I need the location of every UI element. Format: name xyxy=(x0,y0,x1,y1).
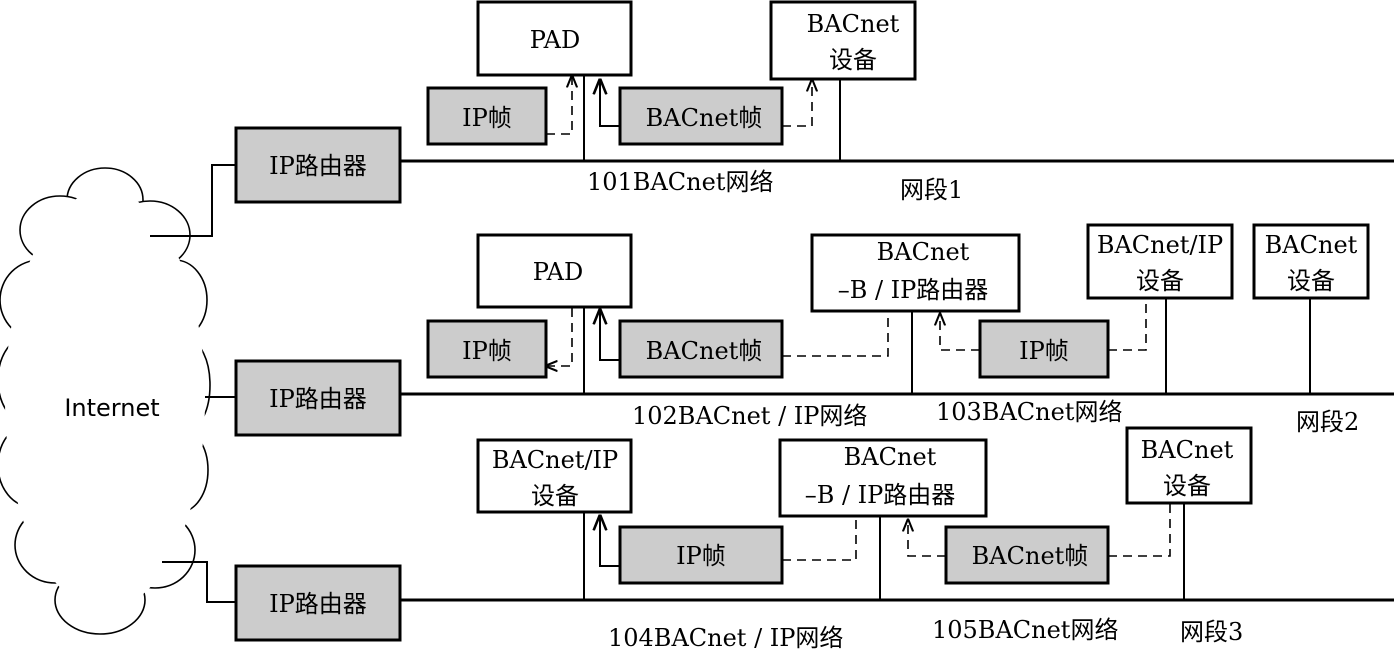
flow-arrow xyxy=(546,76,572,135)
ip-frame-2a: IP帧 xyxy=(426,319,548,379)
bacnet-frame-1: BACnet帧 xyxy=(618,86,784,146)
flow-arrow xyxy=(600,80,620,127)
pad-device-2: PAD xyxy=(476,233,633,309)
bacnet-device-3: BACnet 设备 xyxy=(1125,426,1253,505)
flow-arrow xyxy=(546,308,573,366)
ip-frame-2b: IP帧 xyxy=(978,319,1110,379)
router-label-line2: –B / IP路由器 xyxy=(805,481,956,509)
internet-label: Internet xyxy=(64,394,159,422)
bacnet-frame-3: BACnet帧 xyxy=(944,525,1110,585)
segment-2: PAD BACnet –B / IP路由器 BACnet/IP 设备 BACne… xyxy=(426,223,1370,436)
router-label-line1: BACnet xyxy=(844,443,937,471)
bacnet-frame-label: BACnet帧 xyxy=(646,104,763,132)
segment-3-label: 网段3 xyxy=(1180,618,1243,646)
bacnetip-device-label-line2: 设备 xyxy=(1136,267,1184,295)
internet-cloud: Internet xyxy=(0,167,211,635)
bacnetip-device-label-line1: BACnet/IP xyxy=(1097,231,1223,259)
flow-arrow xyxy=(1108,299,1147,351)
pad-device-1: PAD xyxy=(476,0,633,77)
segment-1: PAD BACnet 设备 IP帧 BACnet帧 101BACnet网络 网段… xyxy=(426,0,963,204)
bacnet-device-label-line1: BACnet xyxy=(807,10,900,38)
ip-router-label: IP路由器 xyxy=(269,590,367,618)
ip-router-segment-3: IP路由器 xyxy=(234,564,402,642)
network-102-label: 102BACnet / IP网络 xyxy=(632,402,867,430)
router-label-line1: BACnet xyxy=(877,238,970,266)
bacnet-frame-2: BACnet帧 xyxy=(618,319,784,379)
network-103-label: 103BACnet网络 xyxy=(936,398,1122,426)
ip-frame-label: IP帧 xyxy=(1019,337,1069,365)
ip-frame-label: IP帧 xyxy=(676,542,726,570)
ip-router-label: IP路由器 xyxy=(269,385,367,413)
flow-arrow xyxy=(782,517,857,561)
bacnet-device-1: BACnet 设备 xyxy=(769,0,917,81)
network-101-label: 101BACnet网络 xyxy=(587,168,773,196)
network-105-label: 105BACnet网络 xyxy=(932,616,1118,644)
flow-arrow xyxy=(1108,504,1171,557)
segment-1-label: 网段1 xyxy=(900,176,963,204)
bacnet-device-2: BACnet 设备 xyxy=(1252,223,1370,300)
bacnet-bip-router-2: BACnet –B / IP路由器 xyxy=(810,233,1021,313)
bacnet-bip-router-3: BACnet –B / IP路由器 xyxy=(778,438,988,518)
bacnet-device-label-line2: 设备 xyxy=(1163,472,1211,500)
flow-arrow xyxy=(600,516,620,567)
segment-2-label: 网段2 xyxy=(1296,408,1359,436)
bacnet-device-label-line1: BACnet xyxy=(1265,231,1358,259)
ip-router-segment-1: IP路由器 xyxy=(234,126,402,204)
ip-frame-1: IP帧 xyxy=(426,86,548,146)
pad-label: PAD xyxy=(533,258,584,286)
bacnetip-device-3: BACnet/IP 设备 xyxy=(476,438,633,514)
bacnet-device-label-line1: BACnet xyxy=(1141,436,1234,464)
bacnetip-device-label-line1: BACnet/IP xyxy=(492,446,618,474)
bacnet-device-label-line2: 设备 xyxy=(829,46,877,74)
segment-3: BACnet/IP 设备 BACnet –B / IP路由器 BACnet 设备… xyxy=(476,426,1253,652)
bacnet-frame-label: BACnet帧 xyxy=(972,542,1089,570)
flow-arrow xyxy=(940,314,980,351)
ip-frame-3: IP帧 xyxy=(618,525,784,585)
flow-arrow xyxy=(782,80,812,127)
cloud-links xyxy=(150,164,236,603)
ip-router-segment-2: IP路由器 xyxy=(234,359,402,437)
bacnetip-device-label-line2: 设备 xyxy=(531,482,579,510)
network-104-label: 104BACnet / IP网络 xyxy=(608,624,843,652)
flow-arrow xyxy=(782,312,889,357)
ip-frame-label: IP帧 xyxy=(462,337,512,365)
bacnetip-device-2: BACnet/IP 设备 xyxy=(1086,223,1234,300)
flow-arrow xyxy=(600,310,620,361)
router-label-line2: –B / IP路由器 xyxy=(838,276,989,304)
bacnet-frame-label: BACnet帧 xyxy=(646,337,763,365)
bacnet-device-label-line2: 设备 xyxy=(1287,267,1335,295)
ip-router-label: IP路由器 xyxy=(269,152,367,180)
flow-arrow xyxy=(908,520,946,557)
ip-frame-label: IP帧 xyxy=(462,104,512,132)
pad-label: PAD xyxy=(530,26,581,54)
